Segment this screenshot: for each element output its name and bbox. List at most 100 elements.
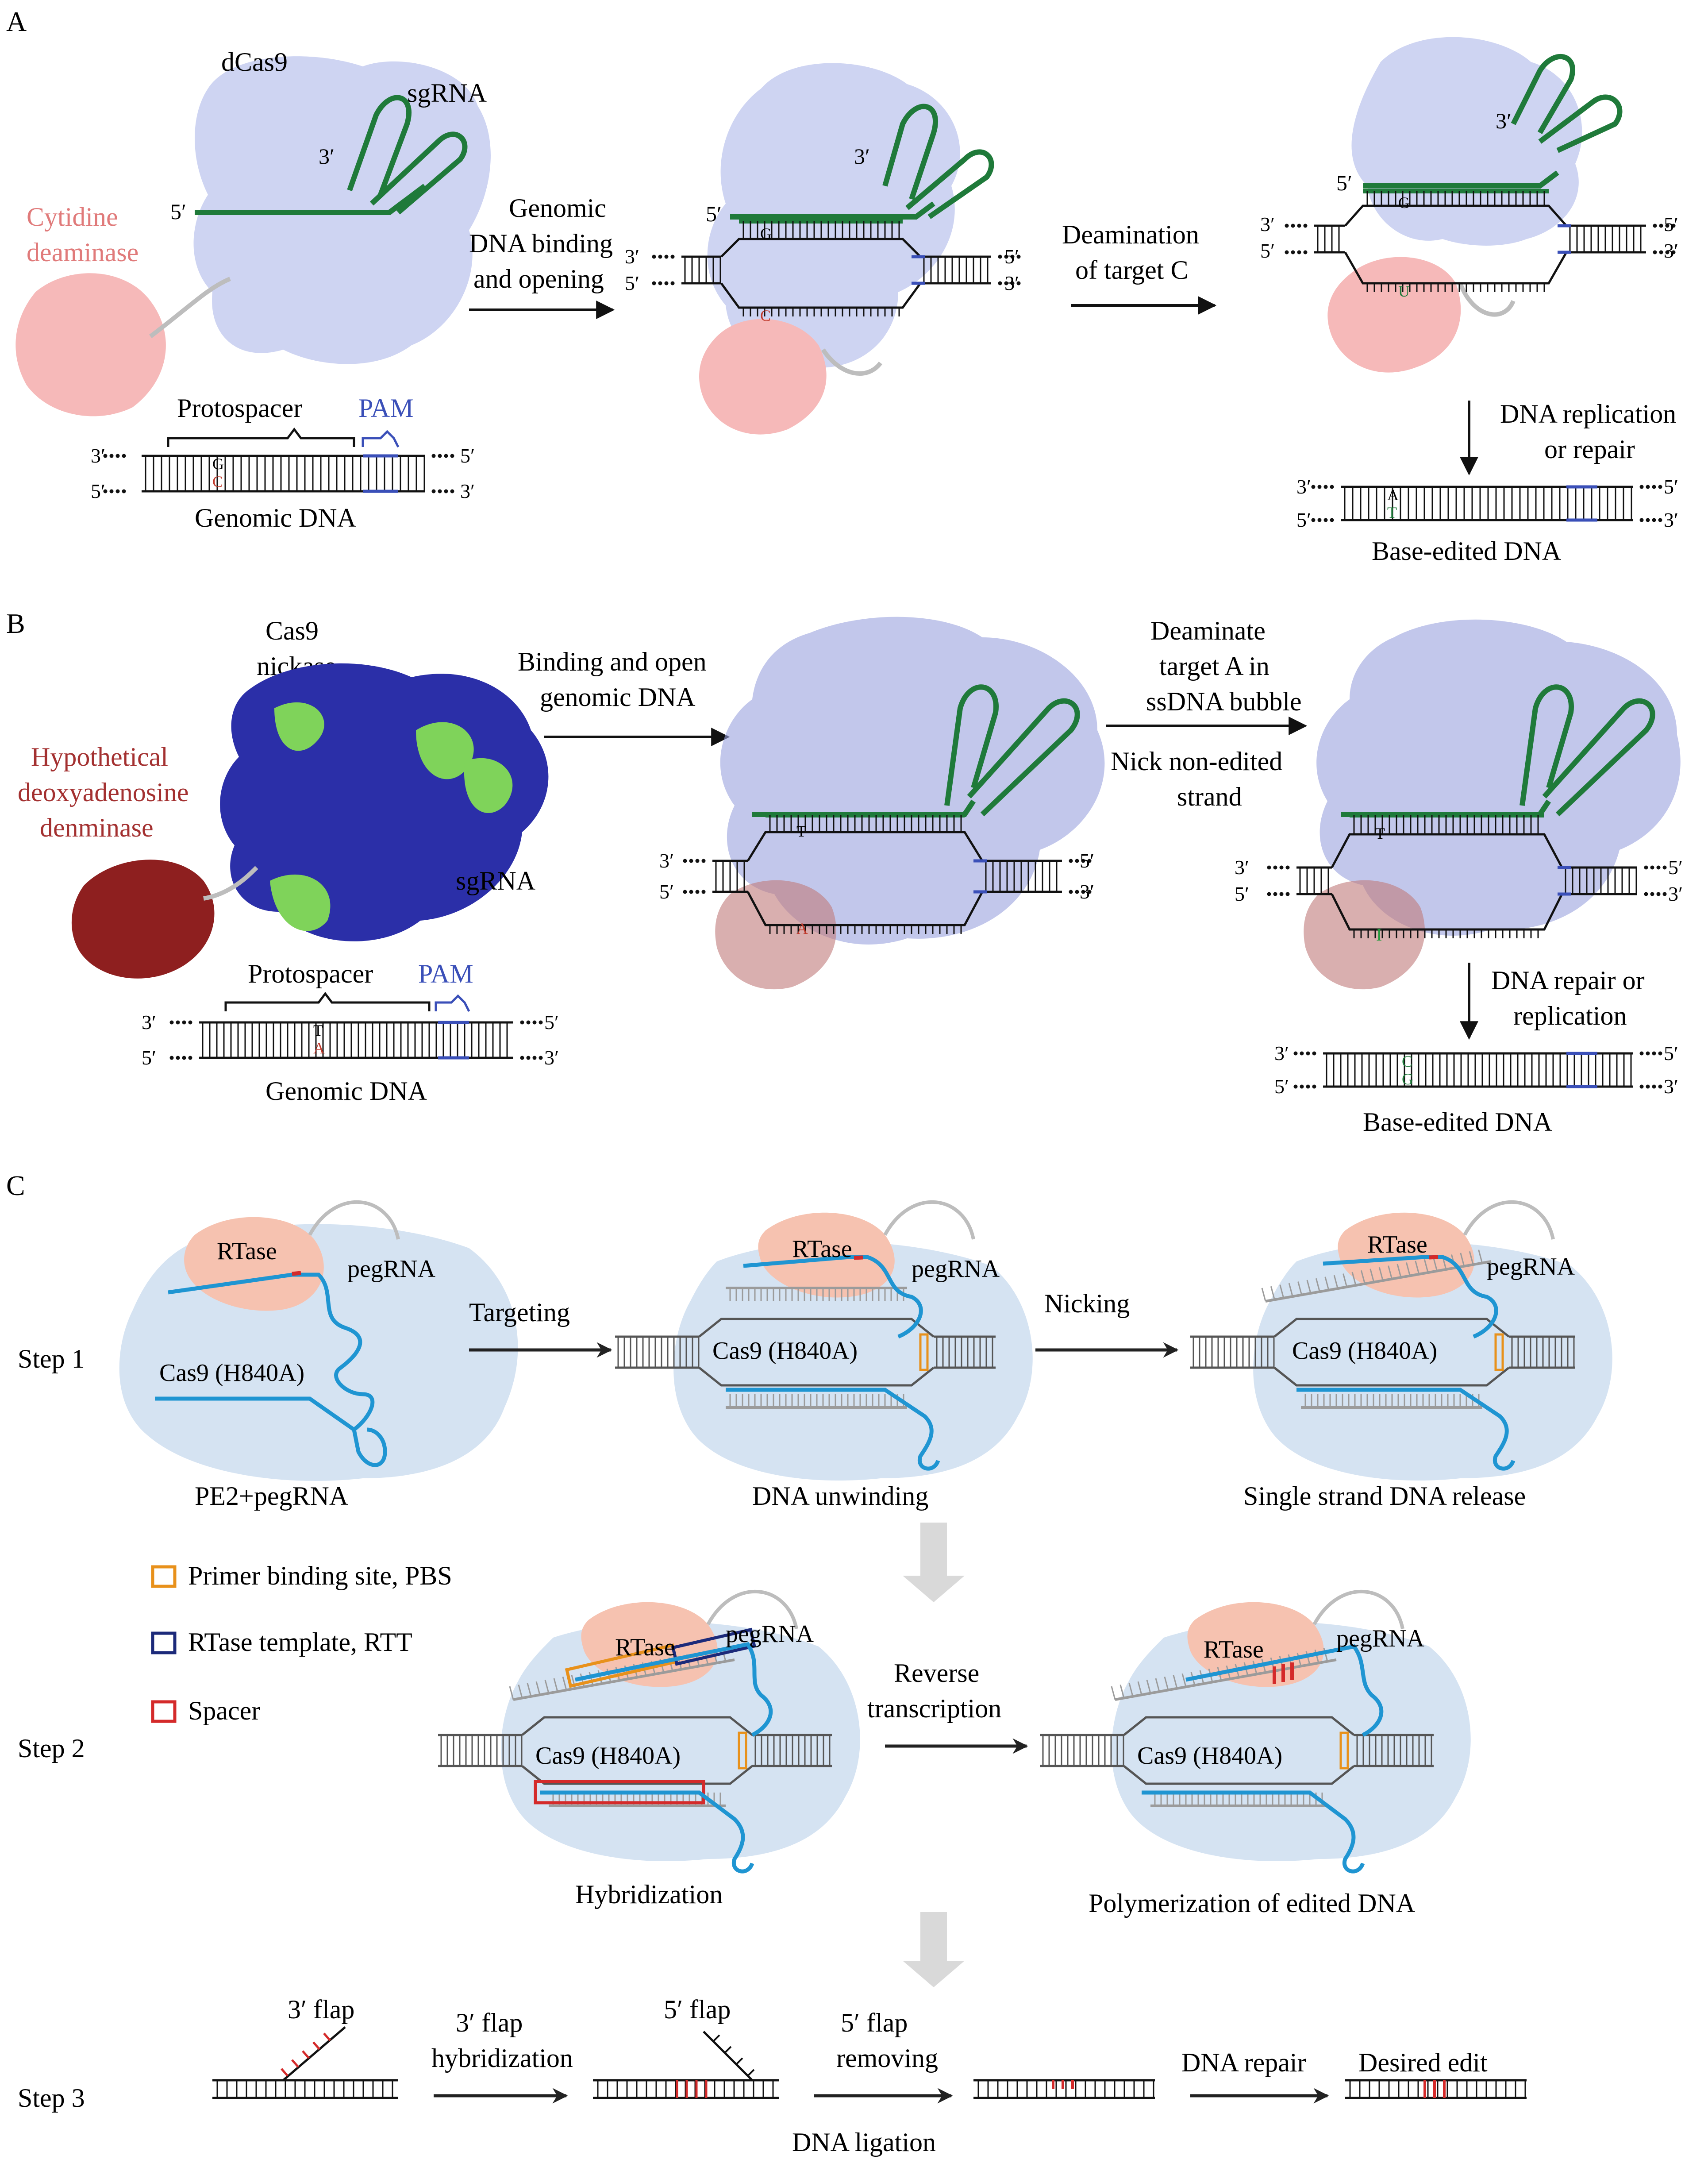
flap-5prime [703, 2031, 753, 2081]
strand-dots [1311, 518, 1316, 522]
strand-dots [1087, 859, 1092, 863]
released-flap [513, 1658, 735, 1701]
edited-base-a: A [1387, 486, 1399, 504]
desired-edit-label: Desired edit [1358, 2048, 1488, 2077]
bubble-top-strand [1344, 204, 1567, 227]
strand-dots [1671, 250, 1676, 254]
legend-spacer-swatch [151, 1700, 177, 1723]
strand-dots [1069, 890, 1073, 894]
arrow-a2-line2: of target C [1075, 255, 1189, 285]
sgrna-hairpins-a1 [195, 95, 468, 215]
strand-dots [701, 859, 706, 863]
target-g-a1: G [212, 455, 224, 473]
pam-site [1494, 1333, 1504, 1371]
pam-bracket-a [362, 430, 400, 448]
pegrna-label-3: pegRNA [1487, 1253, 1575, 1280]
strand-dots [1639, 518, 1644, 522]
released-flap-base [1261, 1288, 1266, 1302]
legend-rtt-swatch [151, 1631, 177, 1654]
strand-dots [1665, 250, 1670, 254]
strand-dots [1300, 1051, 1304, 1056]
strand-dots [176, 1056, 180, 1060]
bubble-t-b3: T [1375, 825, 1385, 842]
strand-dots [1317, 518, 1322, 522]
bubble-g-a3: G [1398, 194, 1410, 212]
released-flap-base [1378, 1267, 1384, 1281]
strand-dots [1075, 890, 1079, 894]
rt-label-line1: Reverse [894, 1658, 979, 1688]
released-flap-base [597, 1670, 603, 1684]
strand-dots [1644, 892, 1648, 896]
bubble-3prime-right-b2: 3′ [1080, 880, 1094, 903]
arrow-b3-line1: DNA repair or [1491, 966, 1645, 995]
strand-dots [1658, 1051, 1662, 1056]
deaminase-label-line1: Cytidine [27, 202, 118, 231]
genomic-dna-5prime-top-b: 5′ [544, 1011, 559, 1033]
edited-5prime-top-a: 5′ [1664, 475, 1678, 498]
bubble-strand [1273, 1318, 1510, 1338]
sgrna-3prime-a3: 3′ [1496, 108, 1512, 133]
rtase-label-4: RTase [615, 1634, 675, 1661]
strand-dots [701, 890, 706, 894]
strand-dots [1306, 1084, 1310, 1089]
genomic-dna-label-b: Genomic DNA [265, 1076, 427, 1106]
strand-dots [652, 281, 656, 285]
strand-dots [1656, 892, 1661, 896]
released-flap-base [1296, 1653, 1302, 1666]
flap-base [712, 2034, 720, 2042]
deaminase-protein-b3 [1304, 880, 1425, 990]
arrow-b2-line2: target A in [1159, 652, 1269, 681]
flap5-rm-line2: removing [836, 2044, 938, 2073]
genomic-dna-3prime-bot-b: 3′ [544, 1046, 559, 1069]
genomic-dna-3prime-top: 3′ [91, 444, 105, 467]
pam-bracket-b [435, 994, 470, 1012]
strand-dots [1267, 892, 1271, 896]
strand-dots [450, 489, 454, 494]
sgrna-hairpins-a3 [1363, 54, 1623, 189]
strand-dots [1303, 250, 1308, 254]
arrow-b2-line3: ssDNA bubble [1146, 687, 1302, 716]
strand-dots [1656, 865, 1661, 870]
bubble-i-b3: I [1376, 925, 1382, 945]
strand-dots [109, 454, 114, 458]
strand-dots [998, 254, 1002, 259]
strand-dots [689, 890, 693, 894]
protospacer-label-a: Protospacer [177, 393, 302, 423]
released-flap-base [1360, 1270, 1366, 1284]
strand-dots [520, 1056, 524, 1060]
strand-dots [1653, 224, 1657, 228]
targeting-label: Targeting [469, 1298, 570, 1327]
flap-base [724, 2046, 732, 2054]
strand-dots [450, 454, 454, 458]
strand-dots [1010, 281, 1015, 285]
bubble-3prime-left-a3: 3′ [1260, 213, 1275, 235]
step3-dna-4 [1345, 2079, 1527, 2099]
bubble-dna-a2 [652, 219, 1021, 316]
released-flap-base [1333, 1275, 1339, 1289]
strand-dots [1671, 224, 1676, 228]
edited-5prime-top-b: 5′ [1664, 1042, 1678, 1064]
released-flap-base [1164, 1677, 1169, 1690]
pe2-complex-1 [119, 1200, 518, 1481]
deaminase-protein-b [71, 860, 258, 979]
strand-dots [532, 1020, 537, 1025]
deaminase-protein-a2 [699, 319, 882, 435]
strand-dots [1323, 518, 1328, 522]
genomic-dna-5prime-top: 5′ [460, 444, 475, 467]
sgrna-5prime-a3: 5′ [1336, 170, 1352, 195]
strand-dots [182, 1056, 186, 1060]
pegrna-5 [1142, 1644, 1384, 1874]
released-flap-base [1146, 1680, 1151, 1693]
released-flap-base [1423, 1259, 1429, 1273]
arrow-b3-line2: replication [1513, 1001, 1627, 1030]
step1-label: Step 1 [18, 1344, 85, 1373]
arrow-a2-line1: Deamination [1062, 220, 1199, 249]
strand-dots [188, 1020, 192, 1025]
strand-dots [1285, 224, 1289, 228]
target-t-b1: T [313, 1022, 323, 1039]
released-flap-base [1173, 1675, 1178, 1689]
panel-c-letter: C [6, 1170, 25, 1201]
released-flap-base [1369, 1269, 1375, 1283]
edited-base-t: T [1387, 504, 1397, 521]
